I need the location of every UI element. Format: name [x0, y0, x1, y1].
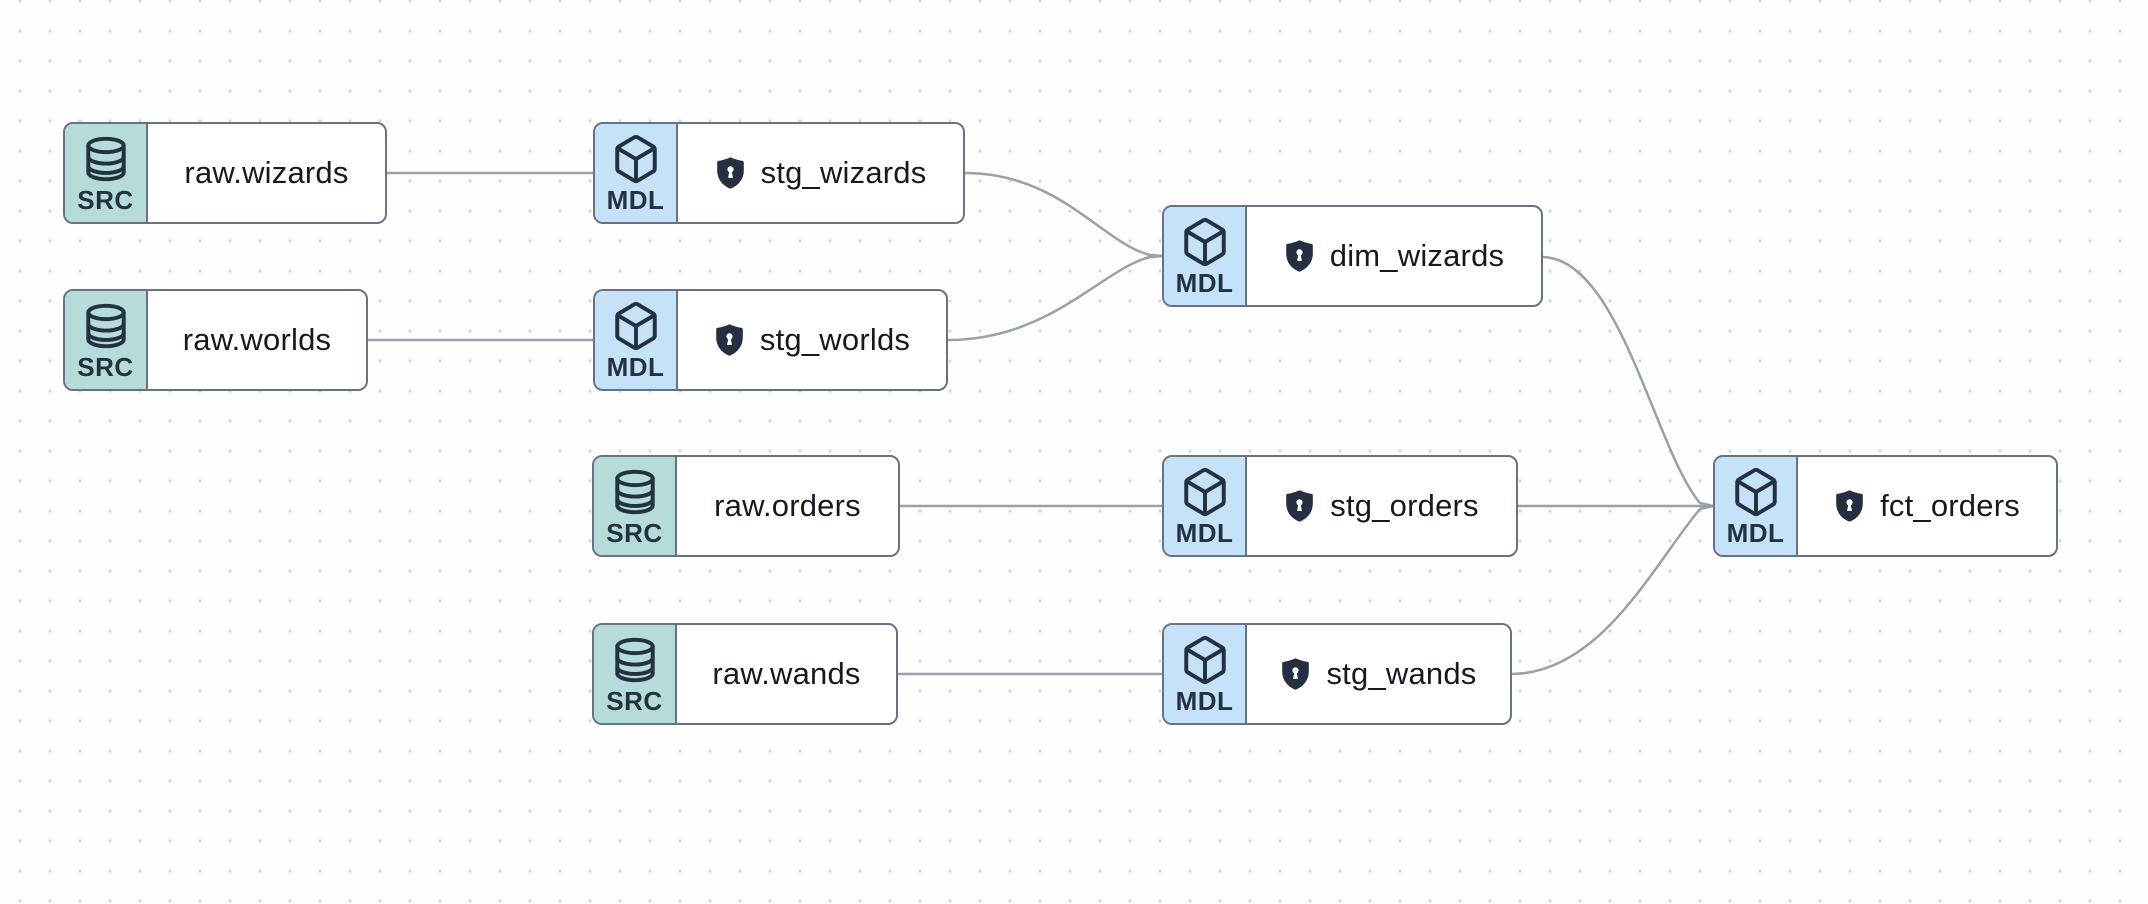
node-name-label: raw.worlds	[182, 322, 332, 357]
database-icon	[85, 303, 126, 348]
shield-lock-icon	[1286, 490, 1314, 522]
node-type-badge: SRC	[65, 291, 148, 389]
cube-icon	[614, 301, 657, 350]
lineage-edge-dim_wizards-to-fct_orders	[1541, 255, 1715, 508]
node-type-label: MDL	[1175, 685, 1234, 716]
shield-lock-icon	[1282, 658, 1310, 690]
node-name-label: stg_wizards	[760, 155, 927, 190]
database-icon	[85, 136, 126, 181]
node-type-label: MDL	[606, 351, 665, 382]
cube-icon	[1183, 635, 1226, 684]
shield-lock-icon	[716, 157, 744, 189]
cube-icon	[1183, 217, 1226, 266]
cube-icon	[614, 134, 657, 183]
node-name-label: raw.orders	[714, 488, 861, 523]
node-body: raw.orders	[677, 457, 898, 555]
database-icon	[614, 637, 655, 682]
node-body: raw.wands	[677, 625, 896, 723]
node-type-label: MDL	[1726, 517, 1785, 548]
node-type-badge: SRC	[594, 625, 677, 723]
shield-lock-icon	[1285, 240, 1313, 272]
node-type-label: SRC	[606, 517, 663, 548]
node-stg_orders[interactable]: MDL stg_orders	[1162, 455, 1518, 557]
node-body: dim_wizards	[1247, 207, 1541, 305]
lineage-edge-stg_worlds-to-dim_wizards	[946, 254, 1164, 342]
node-type-badge: MDL	[595, 291, 678, 389]
node-body: fct_orders	[1798, 457, 2056, 555]
node-type-badge: MDL	[1715, 457, 1798, 555]
cube-icon	[1734, 467, 1777, 516]
node-name-label: stg_worlds	[759, 322, 911, 357]
node-type-label: MDL	[606, 184, 665, 215]
node-type-badge: MDL	[1164, 625, 1247, 723]
node-stg_wizards[interactable]: MDL stg_wizards	[593, 122, 965, 224]
node-name-label: raw.wands	[712, 656, 861, 691]
node-type-label: SRC	[77, 351, 134, 382]
lineage-edge-stg_wizards-to-dim_wizards	[963, 171, 1164, 258]
node-raw_orders[interactable]: SRC raw.orders	[592, 455, 900, 557]
node-type-label: SRC	[606, 685, 663, 716]
lineage-edge-stg_wands-to-fct_orders	[1510, 504, 1715, 676]
node-body: stg_wands	[1247, 625, 1510, 723]
node-body: stg_wizards	[678, 124, 963, 222]
node-body: stg_orders	[1247, 457, 1516, 555]
node-type-badge: MDL	[1164, 457, 1247, 555]
node-type-label: SRC	[77, 184, 134, 215]
node-name-label: stg_orders	[1330, 488, 1479, 523]
node-type-badge: MDL	[595, 124, 678, 222]
node-type-badge: SRC	[594, 457, 677, 555]
node-raw_worlds[interactable]: SRC raw.worlds	[63, 289, 368, 391]
node-raw_wizards[interactable]: SRC raw.wizards	[63, 122, 387, 224]
node-name-label: stg_wands	[1326, 656, 1477, 691]
node-name-label: raw.wizards	[184, 155, 349, 190]
node-type-label: MDL	[1175, 517, 1234, 548]
node-body: stg_worlds	[678, 291, 946, 389]
node-type-badge: MDL	[1164, 207, 1247, 305]
shield-lock-icon	[1836, 490, 1863, 522]
node-type-badge: SRC	[65, 124, 148, 222]
node-stg_worlds[interactable]: MDL stg_worlds	[593, 289, 948, 391]
node-name-label: dim_wizards	[1329, 238, 1505, 273]
node-body: raw.wizards	[148, 124, 385, 222]
shield-lock-icon	[716, 324, 743, 356]
cube-icon	[1183, 467, 1226, 516]
node-stg_wands[interactable]: MDL stg_wands	[1162, 623, 1512, 725]
database-icon	[614, 469, 655, 514]
node-name-label: fct_orders	[1880, 488, 2020, 523]
node-raw_wands[interactable]: SRC raw.wands	[592, 623, 898, 725]
node-dim_wizards[interactable]: MDL dim_wizards	[1162, 205, 1543, 307]
node-body: raw.worlds	[148, 291, 366, 389]
node-type-label: MDL	[1175, 267, 1234, 298]
node-fct_orders[interactable]: MDL fct_orders	[1713, 455, 2058, 557]
